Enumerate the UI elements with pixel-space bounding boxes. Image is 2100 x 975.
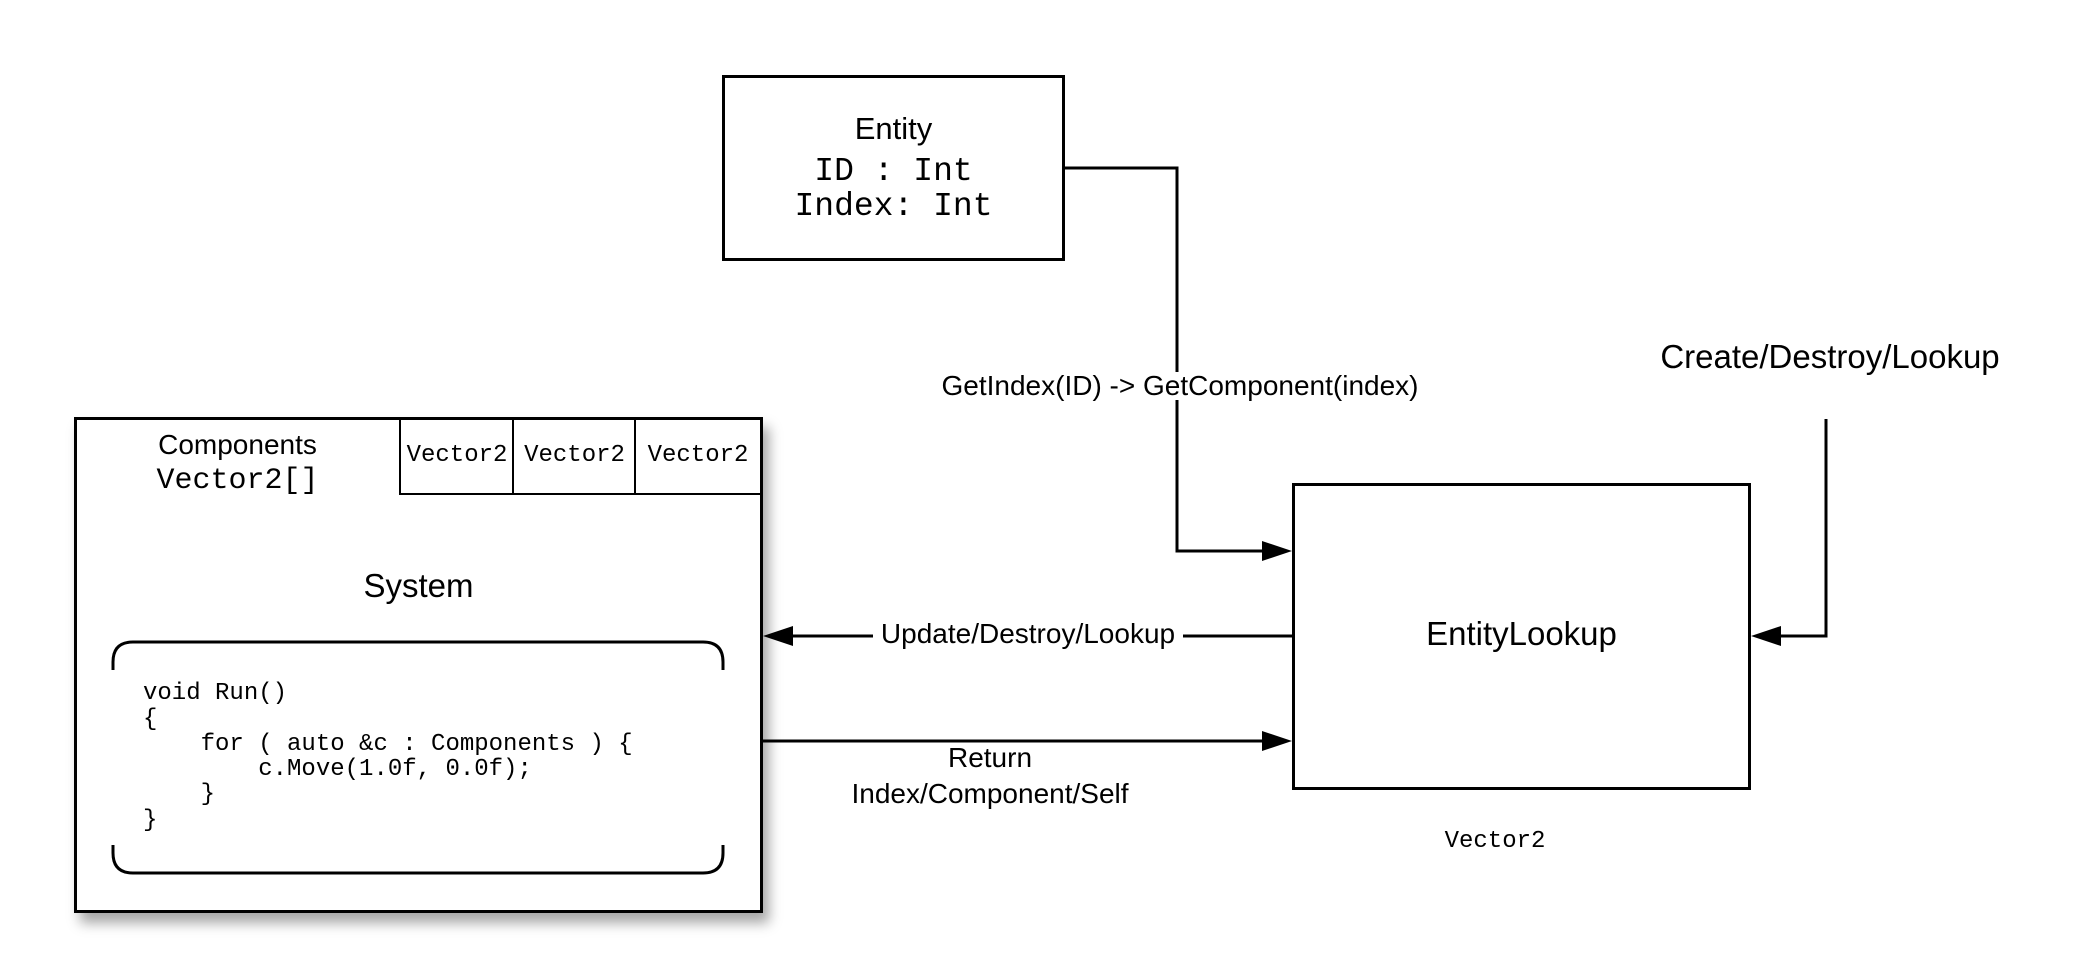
- create-to-lookup-arrowhead: [1751, 626, 1781, 646]
- system-box: [74, 417, 763, 913]
- code-line: for ( auto &c : Components ) {: [143, 731, 633, 758]
- return-arrowhead: [1262, 731, 1292, 751]
- code-line: {: [143, 706, 158, 733]
- entity-to-lookup-arrow: [1065, 166, 1262, 553]
- code-bracket-top: [111, 640, 725, 670]
- entity-id-field: ID : Int: [814, 153, 973, 190]
- component-cell: Vector2: [634, 417, 760, 495]
- code-line: void Run(): [143, 680, 288, 707]
- return-edge-label-line1: Return: [947, 742, 1033, 773]
- code-line: c.Move(1.0f, 0.0f);: [143, 756, 532, 783]
- code-line: }: [143, 781, 216, 808]
- entity-title: Entity: [854, 111, 933, 146]
- create-edge-label: Create/Destroy/Lookup: [1660, 338, 2000, 375]
- getindex-edge-label: GetIndex(ID) -> GetComponent(index): [900, 372, 1460, 400]
- entity-lookup-box: [1292, 483, 1751, 790]
- components-type: Vector2[]: [156, 464, 319, 498]
- system-label: System: [363, 567, 474, 604]
- code-bracket-bottom: [111, 845, 725, 875]
- entity-to-lookup-arrowhead: [1262, 541, 1292, 561]
- entity-lookup-label: EntityLookup: [1426, 615, 1617, 652]
- create-to-lookup-arrow: [1780, 419, 1828, 638]
- entity-lookup-caption: Vector2: [1444, 828, 1546, 855]
- component-cell: Vector2: [512, 417, 635, 495]
- components-title: Components: [158, 429, 317, 460]
- update-edge-label: Update/Destroy/Lookup: [873, 620, 1183, 648]
- return-edge-label-line2: Index/Component/Self: [851, 778, 1129, 809]
- component-cell: Vector2: [399, 417, 513, 495]
- update-arrowhead: [763, 626, 793, 646]
- entity-index-field: Index: Int: [794, 188, 993, 225]
- entity-box: [722, 75, 1065, 261]
- code-line: }: [143, 807, 158, 834]
